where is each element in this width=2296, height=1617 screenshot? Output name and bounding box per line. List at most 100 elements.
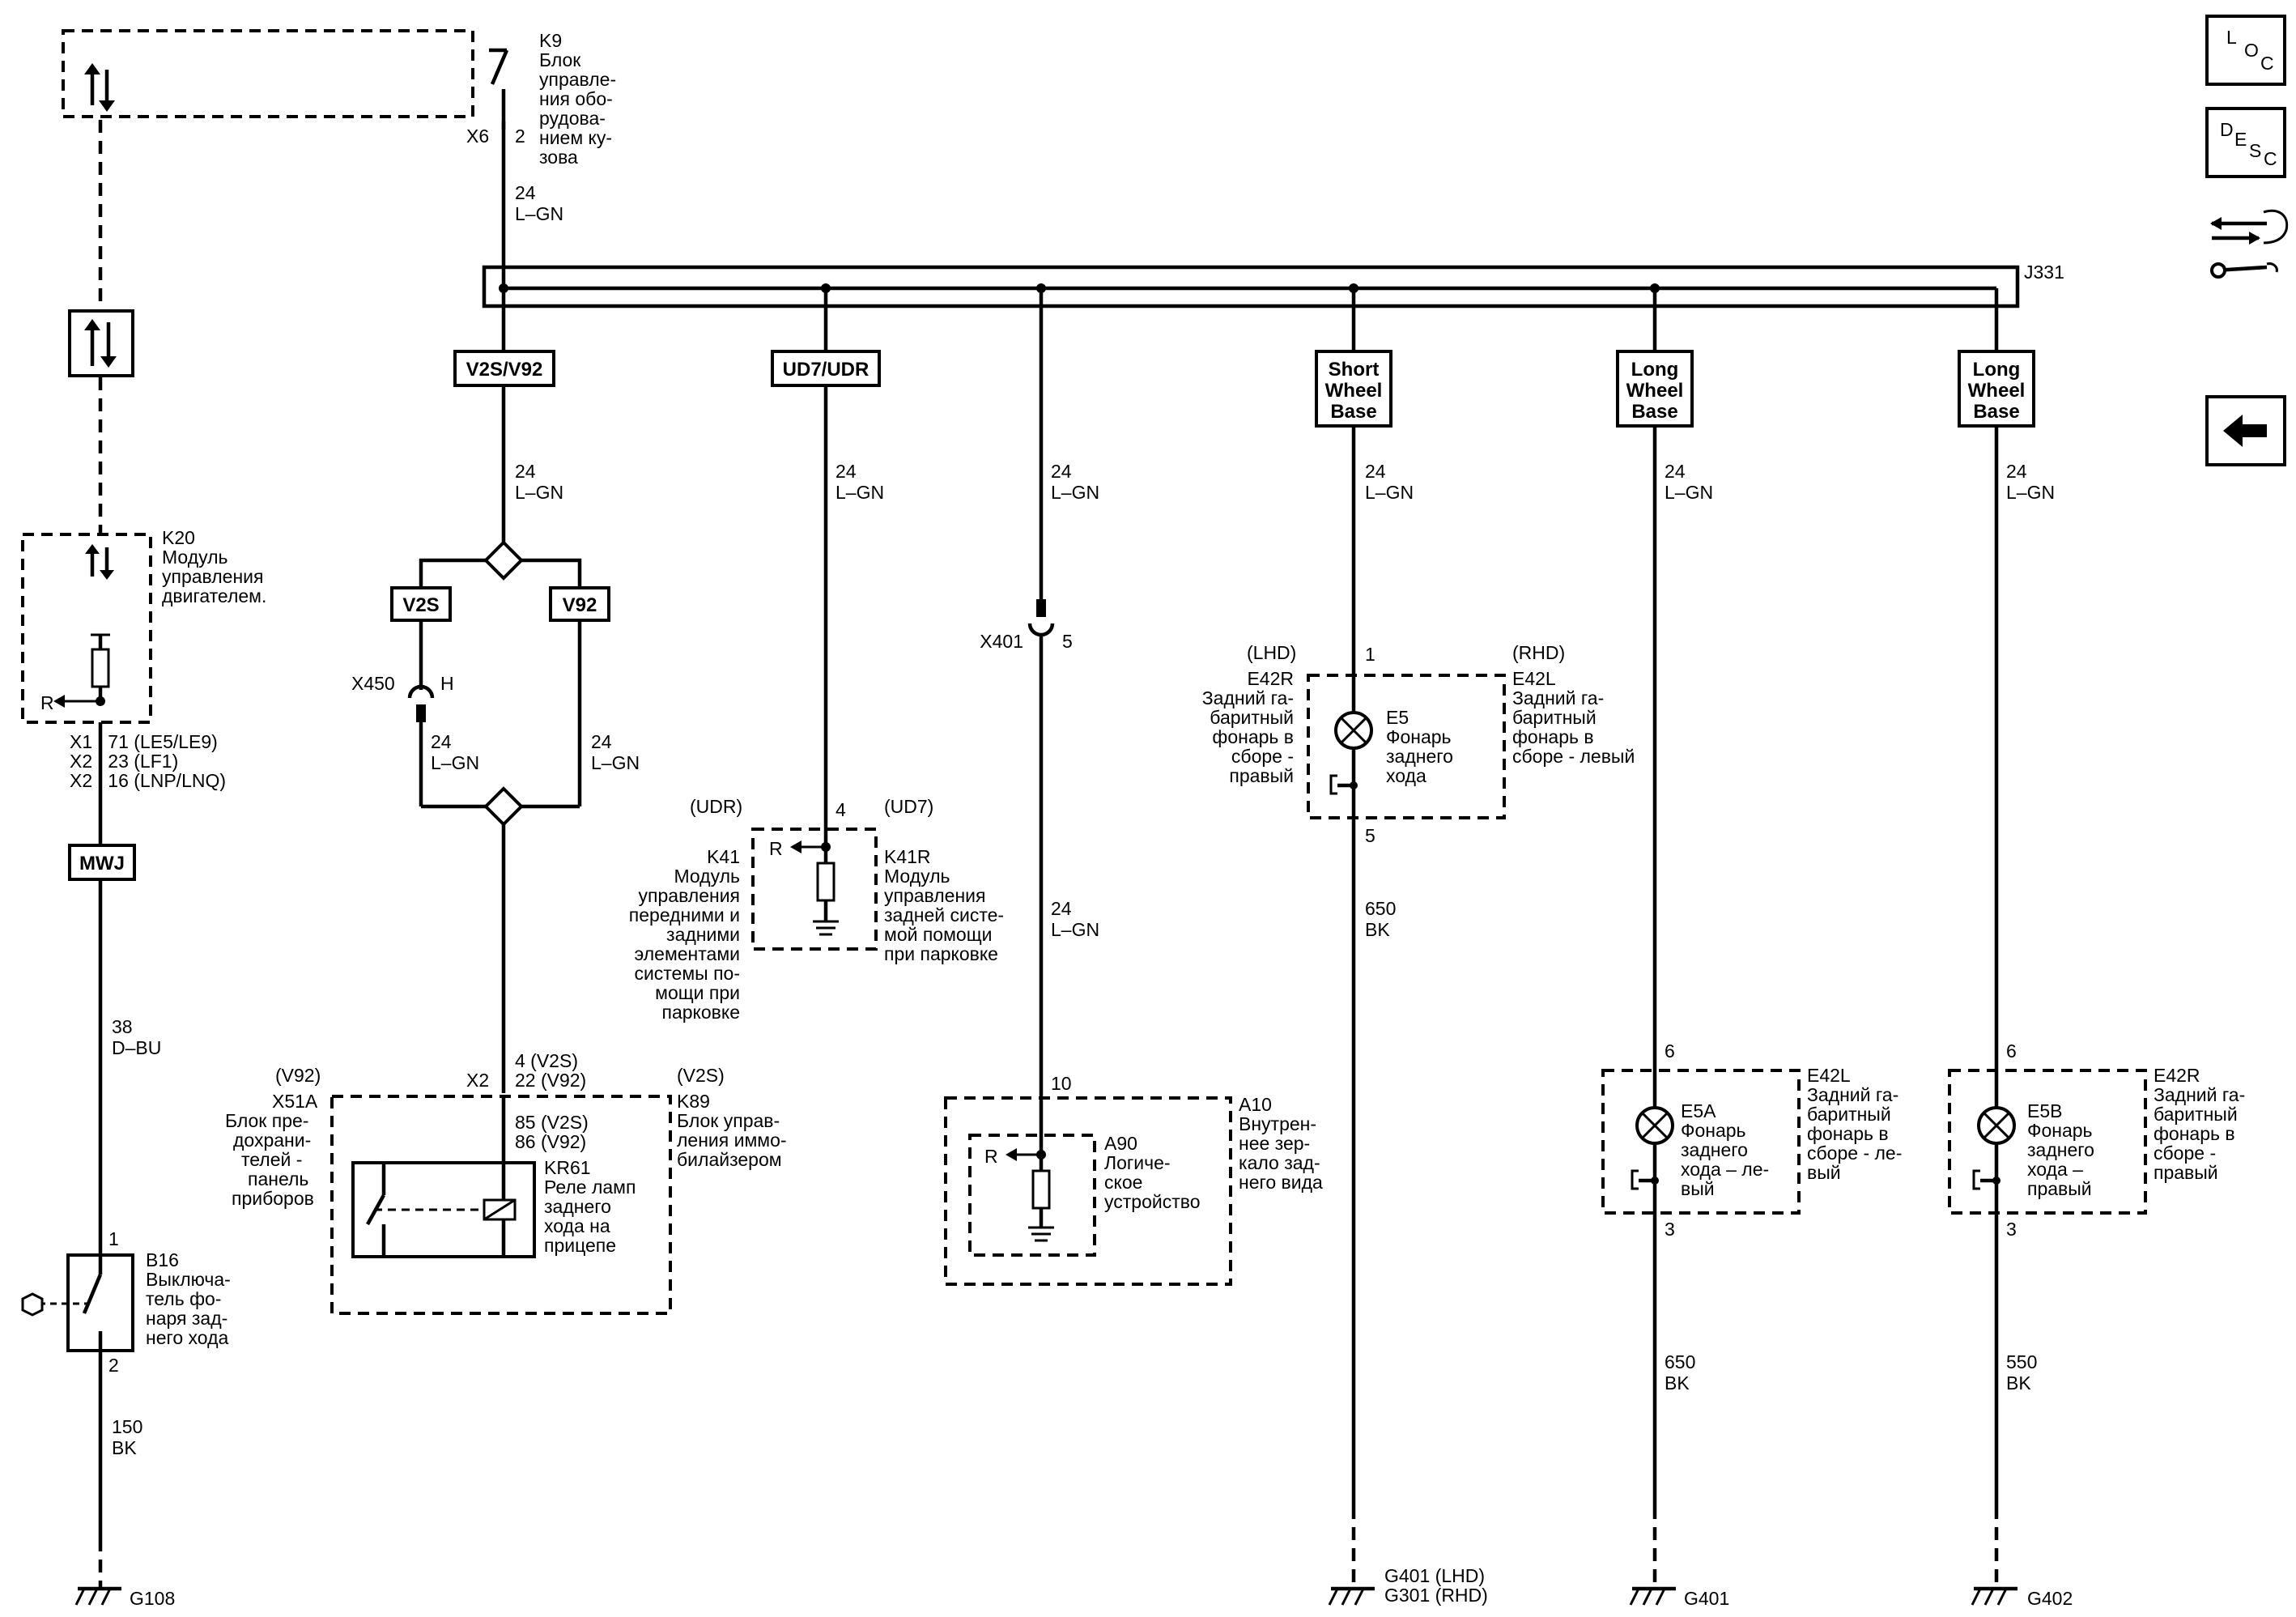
wire-v92-num: 24 bbox=[591, 731, 612, 752]
e42l-rhd-desc-2: баритный bbox=[1512, 707, 1597, 728]
k20-desc-2: управления bbox=[162, 566, 263, 587]
k20-module: R K20 Модуль управления двигателем. bbox=[21, 527, 266, 724]
x450-ref: X450 bbox=[351, 673, 395, 694]
e42l-rhd-desc-1: Задний га- bbox=[1512, 687, 1604, 709]
wire-ud7udr-num: 24 bbox=[835, 461, 857, 482]
e5a-pin-bottom: 3 bbox=[1665, 1219, 1675, 1240]
a10-frame bbox=[944, 1096, 1232, 1286]
k41-variant: (UDR) bbox=[690, 796, 742, 817]
kr61-desc-4: прицепе bbox=[544, 1235, 616, 1256]
option-v92-label: V92 bbox=[563, 594, 597, 616]
lamp-icon bbox=[1334, 711, 1373, 750]
wire-a10-num: 24 bbox=[1051, 898, 1072, 919]
wire-e5b-550-color: BK bbox=[2006, 1372, 2031, 1394]
wire-v2s-num: 24 bbox=[431, 731, 452, 752]
b16-desc-3: наря зад- bbox=[146, 1308, 227, 1329]
e42r-lhd-desc-1: Задний га- bbox=[1202, 687, 1294, 709]
x51a-ref: X51A bbox=[272, 1091, 318, 1112]
e42r-lhd-variant: (LHD) bbox=[1247, 642, 1296, 663]
ground-icon bbox=[813, 920, 839, 936]
description-icon: D E S C bbox=[2220, 119, 2277, 169]
option-swb-line-3: Base bbox=[1330, 401, 1376, 423]
k41r-desc-2: управления bbox=[884, 885, 985, 906]
connector-terminal-icon bbox=[1329, 774, 1358, 795]
k20-desc-3: двигателем. bbox=[162, 585, 266, 606]
wire-v2sv92-num: 24 bbox=[515, 461, 536, 482]
location-button[interactable]: L O C bbox=[2205, 15, 2286, 86]
wire-v2s-color: L–GN bbox=[431, 752, 479, 773]
loc-letter-o: O bbox=[2244, 40, 2259, 61]
e5-frame bbox=[1307, 674, 1506, 819]
ground-g401: G401 bbox=[1684, 1588, 1729, 1609]
k20-pin-3: X2 16 (LNP/LNQ) bbox=[70, 770, 226, 791]
e5b-pin-bottom: 3 bbox=[2006, 1219, 2017, 1240]
k41r-desc-3: задней систе- bbox=[884, 904, 1004, 926]
wire-e5-650-num: 650 bbox=[1365, 898, 1396, 919]
wire-k9-num: 24 bbox=[515, 182, 536, 203]
b16-pin-top: 1 bbox=[108, 1228, 119, 1249]
e42l-rhd-desc-3: фонарь в bbox=[1512, 726, 1594, 747]
relay-coil-icon bbox=[483, 1163, 517, 1257]
k9-desc-3: ния обо- bbox=[539, 88, 613, 109]
k9-desc-6: зова bbox=[539, 147, 578, 168]
a90-desc-1: Логиче- bbox=[1104, 1152, 1171, 1173]
relay-output-arrow-icon bbox=[1006, 1148, 1017, 1161]
wire-v92-color: L–GN bbox=[591, 752, 640, 773]
e5-pin-top: 1 bbox=[1365, 644, 1375, 665]
x401-connector-icon bbox=[1027, 599, 1055, 637]
relay-output-arrow-icon bbox=[53, 695, 65, 708]
e5a-ref: E5A bbox=[1681, 1100, 1716, 1121]
k41r-desc-5: при парковке bbox=[884, 943, 998, 964]
e42r-2-desc-4: сборе - bbox=[2154, 1143, 2216, 1164]
x2-connector: X2 bbox=[466, 1070, 489, 1091]
description-button[interactable]: D E S C bbox=[2205, 107, 2286, 178]
e5a-desc-3: хода – ле- bbox=[1681, 1159, 1769, 1180]
k41-desc-3: передними и bbox=[629, 904, 740, 926]
resistor-icon bbox=[1031, 1135, 1051, 1228]
ground-icon bbox=[1971, 1586, 2018, 1606]
back-button[interactable] bbox=[2205, 395, 2286, 466]
e5-desc-3: хода bbox=[1386, 765, 1426, 786]
wire-e5a-650-num: 650 bbox=[1665, 1351, 1695, 1372]
serial-data-box bbox=[68, 309, 134, 377]
e42r-2-ref: E42R bbox=[2154, 1065, 2200, 1086]
option-v2s-v92-label: V2S/V92 bbox=[466, 359, 543, 381]
x51a-k89-frame bbox=[330, 1095, 672, 1315]
option-lwb2-line-1: Long bbox=[1973, 359, 2021, 381]
ground-icon bbox=[1629, 1586, 1676, 1606]
e42l-2-ref: E42L bbox=[1807, 1065, 1851, 1086]
x401-pin: 5 bbox=[1062, 631, 1073, 652]
j331-label: J331 bbox=[2024, 262, 2064, 283]
wire-e5a-650-color: BK bbox=[1665, 1372, 1690, 1394]
e5a-desc-1: Фонарь bbox=[1681, 1120, 1746, 1141]
wire-150-color: BK bbox=[112, 1437, 137, 1458]
desc-letter-d: D bbox=[2220, 119, 2234, 140]
j331-splice-pack bbox=[482, 265, 2020, 309]
option-mwj-label: MWJ bbox=[79, 853, 125, 874]
wire-split-v92 bbox=[521, 558, 582, 588]
k89-desc-3: билайзером bbox=[677, 1149, 782, 1170]
e42l-2-desc-1: Задний га- bbox=[1807, 1084, 1898, 1105]
e42l-2-desc-4: сборе - ле- bbox=[1807, 1143, 1902, 1164]
connector-hand-wrench-icon bbox=[2210, 209, 2289, 279]
b16-desc-1: Выключа- bbox=[146, 1269, 231, 1290]
resistor-icon bbox=[91, 633, 110, 701]
ground-g401-lhd: G401 (LHD) bbox=[1384, 1565, 1485, 1586]
connector-terminal-icon bbox=[1631, 1169, 1659, 1190]
b16-switch: 1 2 B16 Выключа- тель фо- наря зад- него… bbox=[21, 1228, 231, 1376]
a90-desc-2: ское bbox=[1104, 1172, 1142, 1193]
loc-letter-c: C bbox=[2260, 53, 2274, 74]
wire-x401-num: 24 bbox=[1051, 461, 1072, 482]
k41r-desc-4: мой помощи bbox=[884, 924, 992, 945]
k41-r-label: R bbox=[769, 838, 783, 859]
lamp-icon bbox=[1635, 1106, 1674, 1145]
e5a-pin-top: 6 bbox=[1665, 1040, 1675, 1062]
a90-ref: A90 bbox=[1104, 1133, 1137, 1154]
k41r-variant: (UD7) bbox=[884, 796, 933, 817]
connector-info-button[interactable] bbox=[2210, 209, 2289, 279]
wire-lwb2-num: 24 bbox=[2006, 461, 2027, 482]
wire-150-num: 150 bbox=[112, 1416, 142, 1437]
location-icon: L O C bbox=[2226, 27, 2274, 74]
ground-g108: G108 bbox=[130, 1588, 175, 1609]
